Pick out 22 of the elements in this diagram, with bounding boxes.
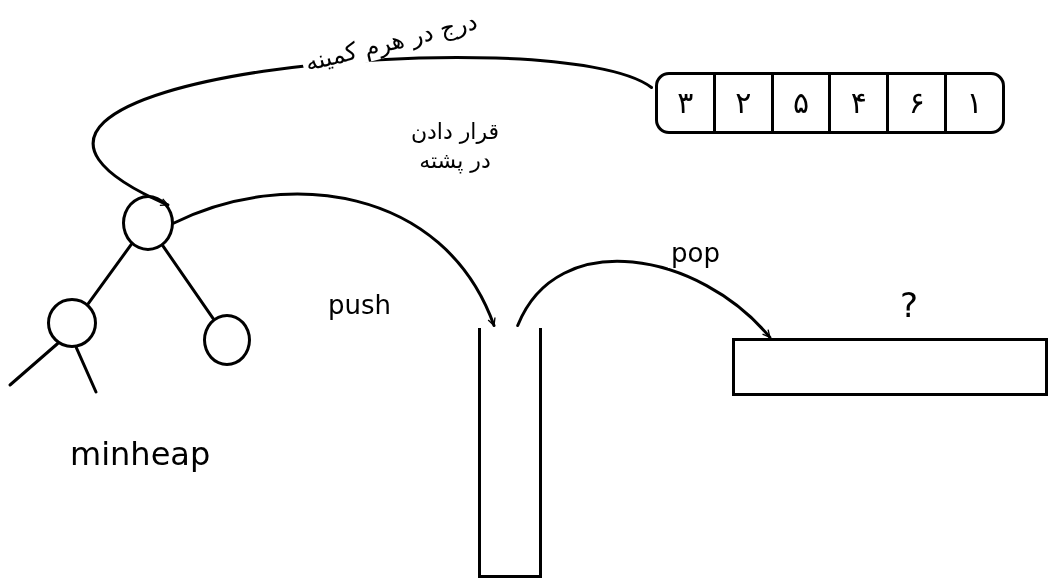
array-box <box>655 72 1005 134</box>
tree-edge <box>86 242 133 306</box>
output-bar <box>732 338 1048 396</box>
caption-text: minheap <box>70 435 211 473</box>
array-cell-text: ۳ <box>676 84 695 122</box>
array-cell: ۶ <box>886 75 945 131</box>
branch-line <box>8 342 60 387</box>
array-cell: ۴ <box>828 75 887 131</box>
tree-node-circle <box>122 195 174 251</box>
stack-drawing <box>478 328 542 578</box>
label-text: push <box>328 290 391 320</box>
arrow <box>91 56 653 207</box>
question-mark: ? <box>900 285 919 325</box>
arrow <box>516 260 772 339</box>
array-cell: ۱ <box>944 75 1002 131</box>
tree-node-circle <box>47 298 97 348</box>
tree-edge <box>161 244 215 321</box>
array-cell: ۲ <box>712 75 771 131</box>
array-cell: ۵ <box>770 75 829 131</box>
tree-node-circle <box>203 314 251 366</box>
arrow <box>172 192 496 327</box>
branch-line <box>74 346 98 394</box>
